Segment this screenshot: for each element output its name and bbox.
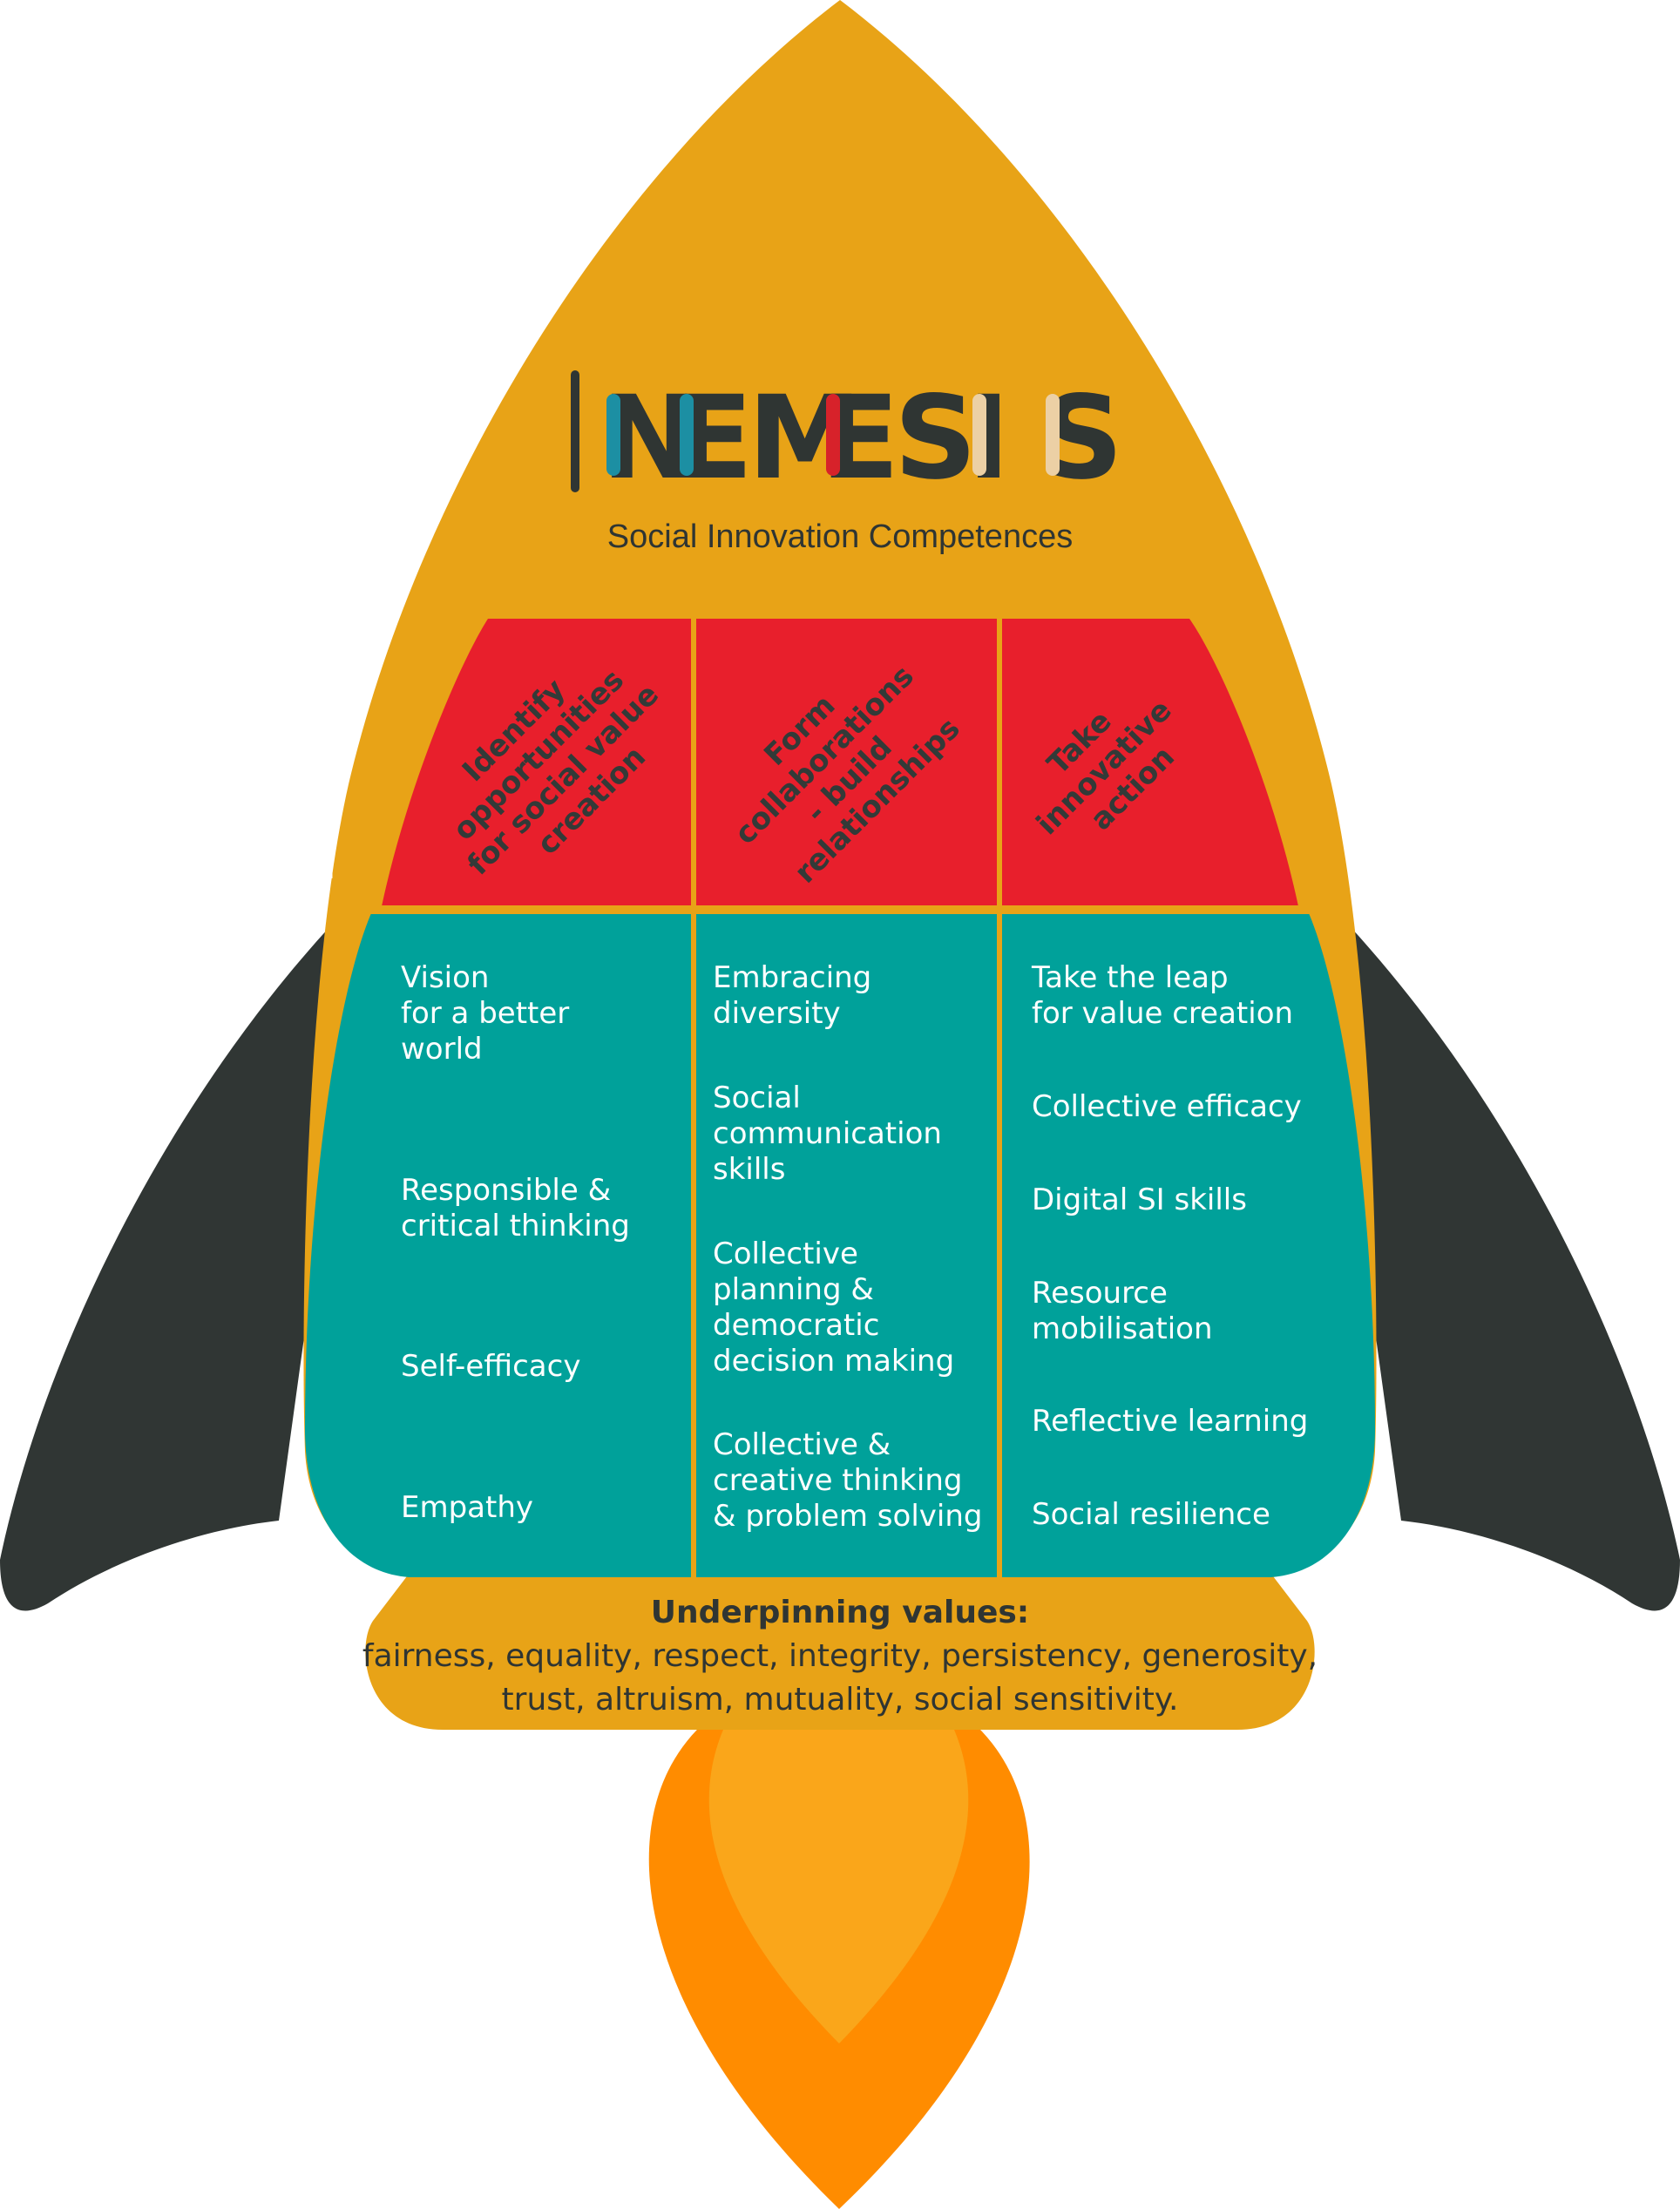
right-fin (1314, 889, 1680, 1611)
competence-item: Collective efficacy (1032, 1089, 1302, 1124)
logo-accent (680, 394, 694, 476)
logo-accent (826, 394, 840, 476)
competence-item: Take the leap for value creation (1031, 960, 1293, 1031)
left-fin (0, 889, 366, 1611)
area-heading-1: Identify opportunities for social value … (411, 620, 697, 906)
values-plate (365, 1573, 1315, 1730)
competence-item: Empathy (401, 1490, 533, 1525)
competence-item: Collective & creative thinking & problem… (713, 1427, 982, 1534)
svg-text:Take innovative ac: Take innovative action (1006, 661, 1211, 867)
values-line: trust, altruism, mutuality, social sensi… (502, 1682, 1179, 1718)
subtitle: Social Innovation Competences (607, 518, 1073, 555)
logo-letter: S (894, 371, 977, 505)
competence-item: Reflective learning (1032, 1404, 1308, 1439)
values-title: Underpinning values: (651, 1595, 1029, 1630)
logo-accent (1046, 394, 1060, 476)
competence-item: Social resilience (1032, 1497, 1270, 1532)
values-line: fairness, equality, respect, integrity, … (362, 1638, 1318, 1674)
area-heading-3: Take innovative action (1006, 661, 1211, 867)
competence-item: Vision for a better world (401, 960, 579, 1067)
competence-item: Self-efficacy (401, 1349, 580, 1384)
competence-item: Embracing diversity (713, 960, 881, 1031)
svg-text:Identify opportunities: Identify opportunities for social value … (411, 620, 697, 906)
competence-item: Social communication skills (713, 1081, 952, 1187)
competence-item: Collective planning & democratic decisio… (713, 1237, 954, 1379)
logo-accent (972, 394, 986, 476)
competence-panel (305, 913, 1375, 1577)
competence-item: Digital SI skills (1032, 1182, 1247, 1217)
logo-accent (606, 394, 620, 476)
header-red-band (382, 619, 1298, 906)
logo-bar (571, 370, 579, 492)
flame-inner (708, 1730, 969, 2043)
competence-item: Resource mobilisation (1032, 1276, 1213, 1346)
competence-item: Responsible & critical thinking (401, 1173, 630, 1243)
logo-letter: M (748, 371, 862, 505)
